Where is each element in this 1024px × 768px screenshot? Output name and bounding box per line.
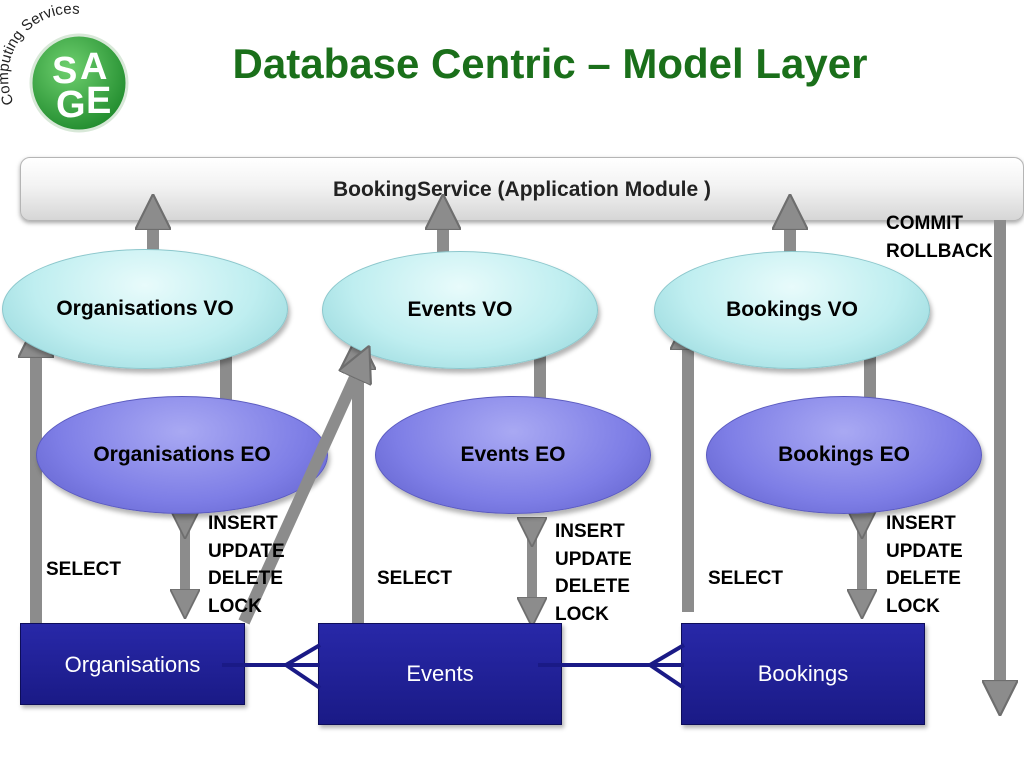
events-vo-label: Events VO <box>407 298 513 322</box>
logo-letter-a: A <box>80 46 107 88</box>
events-eo: Events EO <box>375 396 651 514</box>
events-table: Events <box>318 623 562 725</box>
select-bookings-label: SELECT <box>708 568 783 589</box>
commit-rollback-label: COMMIT ROLLBACK <box>886 213 993 262</box>
select-events-label: SELECT <box>377 568 452 589</box>
organisations-vo: Organisations VO <box>2 249 288 369</box>
dml-bookings-label: INSERT UPDATE DELETE LOCK <box>886 513 963 617</box>
logo-letter-e: E <box>86 80 111 122</box>
banner-strong: Application Module <box>504 178 699 201</box>
events-vo: Events VO <box>322 251 598 369</box>
bookings-table-label: Bookings <box>757 661 849 686</box>
organisations-table: Organisations <box>20 623 245 705</box>
banner-suffix: ) <box>698 178 712 201</box>
logo-letter-s: S <box>52 50 77 92</box>
dml-organisations-label: INSERT UPDATE DELETE LOCK <box>208 513 285 617</box>
events-table-label: Events <box>406 661 474 686</box>
select-organisations-label: SELECT <box>46 559 121 580</box>
organisations-events-relationship <box>222 643 322 690</box>
banner-prefix: BookingService ( <box>332 178 505 201</box>
dml-events-label: INSERT UPDATE DELETE LOCK <box>555 521 632 625</box>
bookings-vo: Bookings VO <box>654 251 930 369</box>
sage-logo: Computing Services S A G E <box>0 5 129 133</box>
bookings-table: Bookings <box>681 623 925 725</box>
select-organisations-to-events-vo-arrow <box>238 362 362 625</box>
bookings-eo-label: Bookings EO <box>778 443 910 467</box>
events-eo-label: Events EO <box>460 443 566 467</box>
logo-letter-g: G <box>56 84 86 126</box>
application-module-bar: BookingService (Application Module ) <box>20 157 1024 221</box>
application-module-label: BookingService (Application Module ) <box>21 178 1023 202</box>
bookings-vo-label: Bookings VO <box>726 298 858 322</box>
bookings-eo: Bookings EO <box>706 396 982 514</box>
slide-title: Database Centric – Model Layer <box>232 40 868 87</box>
organisations-eo: Organisations EO <box>36 396 328 514</box>
organisations-eo-label: Organisations EO <box>93 443 271 467</box>
organisations-vo-label: Organisations VO <box>56 297 234 321</box>
organisations-table-label: Organisations <box>64 652 201 677</box>
events-bookings-relationship <box>538 643 686 690</box>
